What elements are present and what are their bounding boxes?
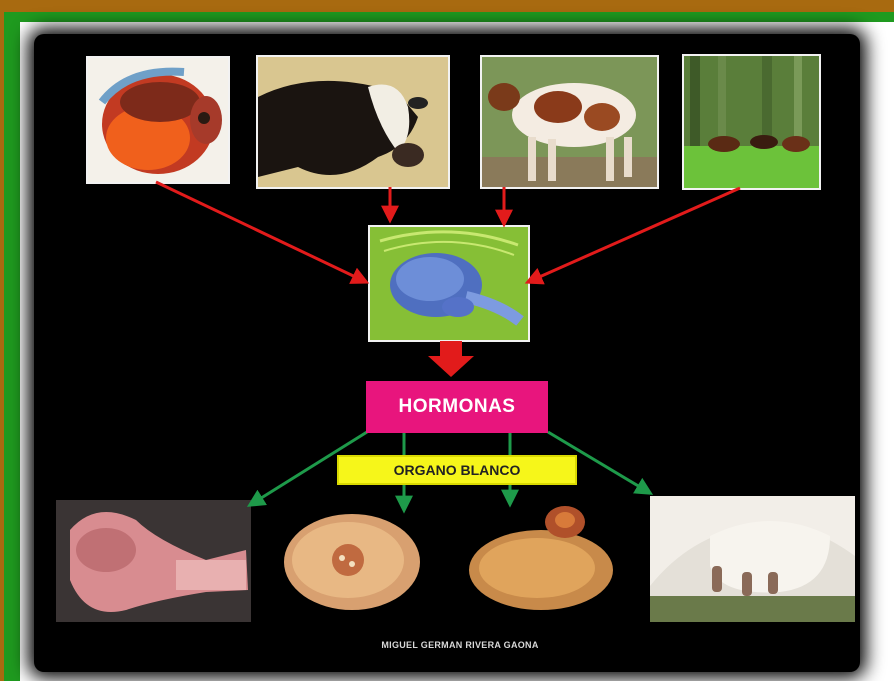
arrow-brain-to-hormonas: [428, 341, 474, 377]
arrow-herd-to-brain: [528, 188, 740, 282]
author-credit: MIGUEL GERMAN RIVERA GAONA: [300, 640, 620, 650]
arrow-eye-to-brain: [156, 182, 366, 282]
organo-blanco-box: ORGANO BLANCO: [337, 455, 577, 485]
hormonas-box: HORMONAS: [366, 381, 548, 433]
